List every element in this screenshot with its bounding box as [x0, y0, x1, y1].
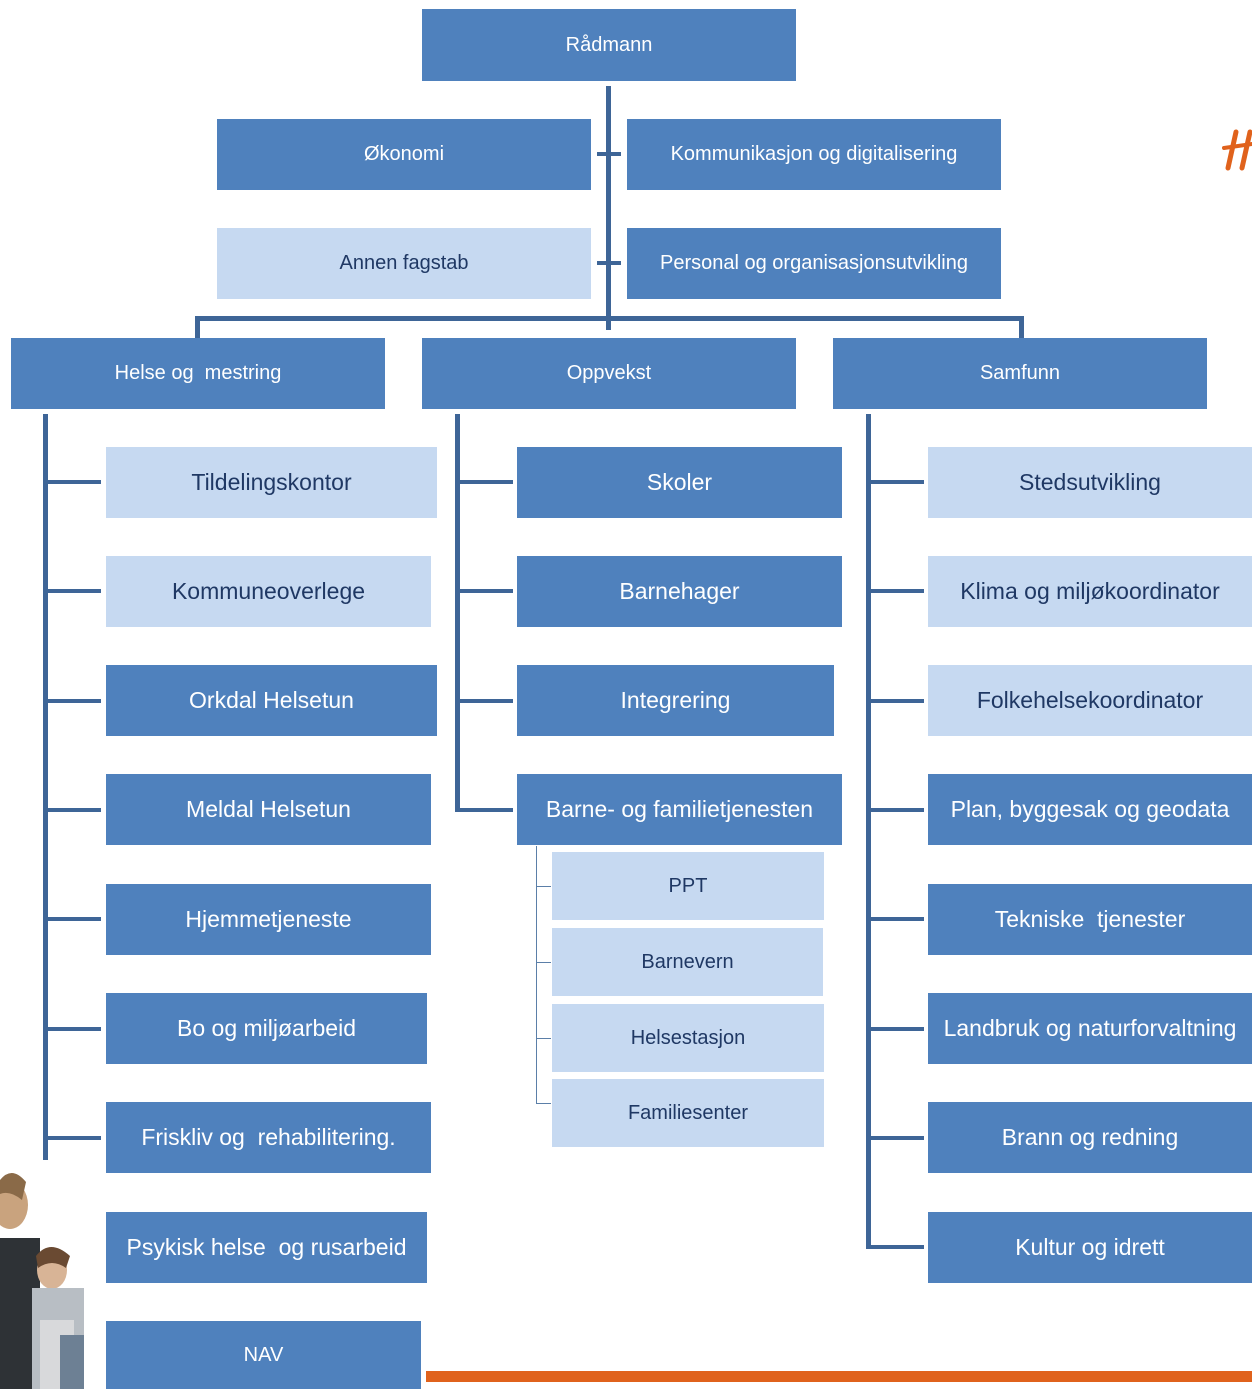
familie-sub-node-barnevern[interactable]: Barnevern — [552, 928, 823, 996]
helse-node-hjemmetjeneste[interactable]: Hjemmetjeneste — [106, 884, 431, 955]
children-photo-image — [0, 1160, 110, 1389]
staff-node-annen-fagstab[interactable]: Annen fagstab — [217, 228, 591, 299]
staff-node-kommunikasjon[interactable]: Kommunikasjon og digitalisering — [627, 119, 1001, 190]
familie-sub-spine — [536, 846, 537, 1104]
brand-logo-image — [1222, 129, 1252, 171]
accent-bar — [426, 1371, 1252, 1382]
helse-node-psykisk-helse[interactable]: Psykisk helse og rusarbeid — [106, 1212, 427, 1283]
oppvekst-branch — [455, 808, 513, 812]
samfunn-branch — [866, 480, 924, 484]
drop-samfunn — [1019, 316, 1024, 338]
helse-node-meldal-helsetun[interactable]: Meldal Helsetun — [106, 774, 431, 845]
sector-node-helse[interactable]: Helse og mestring — [11, 338, 385, 409]
trunk-line — [606, 86, 611, 330]
helse-node-orkdal-helsetun[interactable]: Orkdal Helsetun — [106, 665, 437, 736]
samfunn-node-folkehelse[interactable]: Folkehelsekoordinator — [928, 665, 1252, 736]
helse-node-nav[interactable]: NAV — [106, 1321, 421, 1389]
familie-sub-branch — [536, 962, 551, 963]
helse-branch — [43, 1136, 101, 1140]
staff-tick-2 — [597, 261, 621, 265]
samfunn-branch — [866, 1136, 924, 1140]
samfunn-branch — [866, 589, 924, 593]
familie-sub-branch — [536, 1038, 551, 1039]
staff-tick-1 — [597, 152, 621, 156]
samfunn-node-kultur[interactable]: Kultur og idrett — [928, 1212, 1252, 1283]
helse-node-friskliv[interactable]: Friskliv og rehabilitering. — [106, 1102, 431, 1173]
helse-node-kommuneoverlege[interactable]: Kommuneoverlege — [106, 556, 431, 627]
helse-spine — [43, 414, 48, 1357]
oppvekst-node-barne-og-familietjenesten[interactable]: Barne- og familietjenesten — [517, 774, 842, 845]
familie-sub-node-helsestasjon[interactable]: Helsestasjon — [552, 1004, 824, 1072]
oppvekst-node-barnehager[interactable]: Barnehager — [517, 556, 842, 627]
samfunn-node-brann[interactable]: Brann og redning — [928, 1102, 1252, 1173]
staff-node-personal[interactable]: Personal og organisasjonsutvikling — [627, 228, 1001, 299]
oppvekst-spine — [455, 414, 460, 812]
helse-branch — [43, 480, 101, 484]
helse-branch — [43, 808, 101, 812]
samfunn-branch — [866, 917, 924, 921]
helse-branch — [43, 589, 101, 593]
helse-branch — [43, 917, 101, 921]
helse-branch — [43, 1027, 101, 1031]
helse-branch — [43, 699, 101, 703]
staff-node-okonomi[interactable]: Økonomi — [217, 119, 591, 190]
samfunn-branch — [866, 808, 924, 812]
oppvekst-branch — [455, 480, 513, 484]
familie-sub-node-familiesenter[interactable]: Familiesenter — [552, 1079, 824, 1147]
samfunn-branch — [866, 1027, 924, 1031]
oppvekst-node-skoler[interactable]: Skoler — [517, 447, 842, 518]
samfunn-node-stedsutvikling[interactable]: Stedsutvikling — [928, 447, 1252, 518]
oppvekst-node-integrering[interactable]: Integrering — [517, 665, 834, 736]
samfunn-node-plan-byggesak[interactable]: Plan, byggesak og geodata — [928, 774, 1252, 845]
samfunn-node-klima[interactable]: Klima og miljøkoordinator — [928, 556, 1252, 627]
samfunn-node-tekniske-tjenester[interactable]: Tekniske tjenester — [928, 884, 1252, 955]
oppvekst-branch — [455, 589, 513, 593]
sector-node-oppvekst[interactable]: Oppvekst — [422, 338, 796, 409]
samfunn-branch — [866, 699, 924, 703]
samfunn-spine — [866, 414, 871, 1249]
familie-sub-branch — [536, 886, 551, 887]
oppvekst-branch — [455, 699, 513, 703]
familie-sub-branch — [536, 1103, 551, 1104]
samfunn-node-landbruk[interactable]: Landbruk og naturforvaltning — [928, 993, 1252, 1064]
sector-node-samfunn[interactable]: Samfunn — [833, 338, 1207, 409]
familie-sub-node-ppt[interactable]: PPT — [552, 852, 824, 920]
samfunn-branch — [866, 1245, 924, 1249]
helse-node-tildelingskontor[interactable]: Tildelingskontor — [106, 447, 437, 518]
drop-helse — [195, 316, 200, 338]
top-node-radmann[interactable]: Rådmann — [422, 9, 796, 81]
helse-node-bo-og-miljoarbeid[interactable]: Bo og miljøarbeid — [106, 993, 427, 1064]
sector-bus-line — [195, 316, 1024, 321]
